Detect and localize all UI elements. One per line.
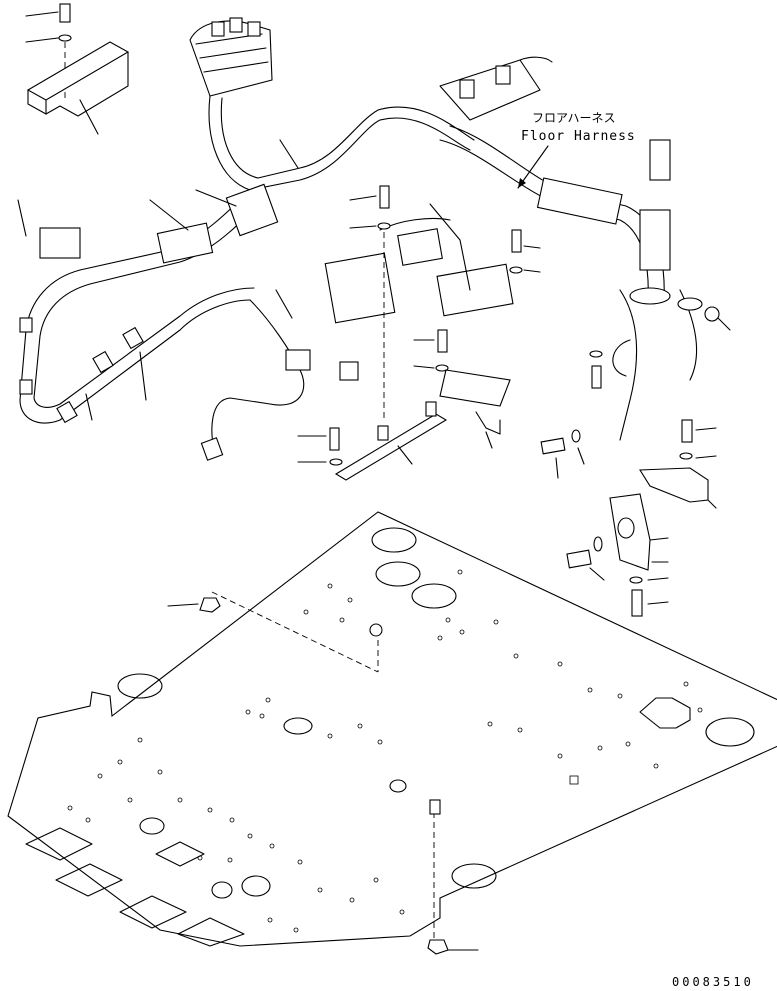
nut-icon — [199, 597, 221, 613]
bolt-icon — [429, 799, 441, 815]
floor-harness-icon — [17, 17, 703, 461]
washer-icon — [589, 350, 603, 358]
drawing-number: 00083510 — [672, 975, 754, 989]
bolt-icon — [379, 185, 390, 209]
floor-plate-icon — [7, 511, 777, 955]
bracket-plate-icon — [334, 413, 448, 481]
bolt-icon — [566, 549, 592, 569]
callout-label-english: Floor Harness — [521, 129, 636, 144]
bracket-plate-icon — [26, 41, 130, 101]
bracket-plate-icon — [639, 467, 709, 503]
bolt-icon — [59, 3, 71, 23]
relay-block-icon — [439, 369, 511, 407]
callout-arrowhead — [518, 178, 526, 188]
washer-icon — [329, 458, 343, 466]
bolt-icon — [437, 329, 448, 353]
nut-icon — [369, 623, 383, 637]
nut-icon — [427, 939, 449, 955]
washer-icon — [509, 266, 523, 274]
washer-icon — [679, 452, 693, 460]
washer-icon — [629, 576, 643, 584]
bolt-icon — [540, 437, 566, 455]
washer-icon — [435, 364, 449, 372]
hardware-items — [297, 185, 731, 617]
bolt-icon — [631, 589, 643, 617]
washer-icon — [593, 536, 603, 552]
washer-icon — [571, 429, 581, 443]
bolt-icon — [681, 419, 693, 443]
washer-icon — [377, 222, 391, 230]
washer-icon — [58, 34, 72, 42]
bolt-icon — [511, 229, 522, 253]
callout-label-japanese: フロアハーネス — [532, 111, 616, 125]
nut-icon — [704, 306, 720, 322]
bolt-icon — [591, 365, 602, 389]
bolt-icon — [329, 427, 340, 451]
top-left-bracket-assembly — [25, 3, 130, 135]
